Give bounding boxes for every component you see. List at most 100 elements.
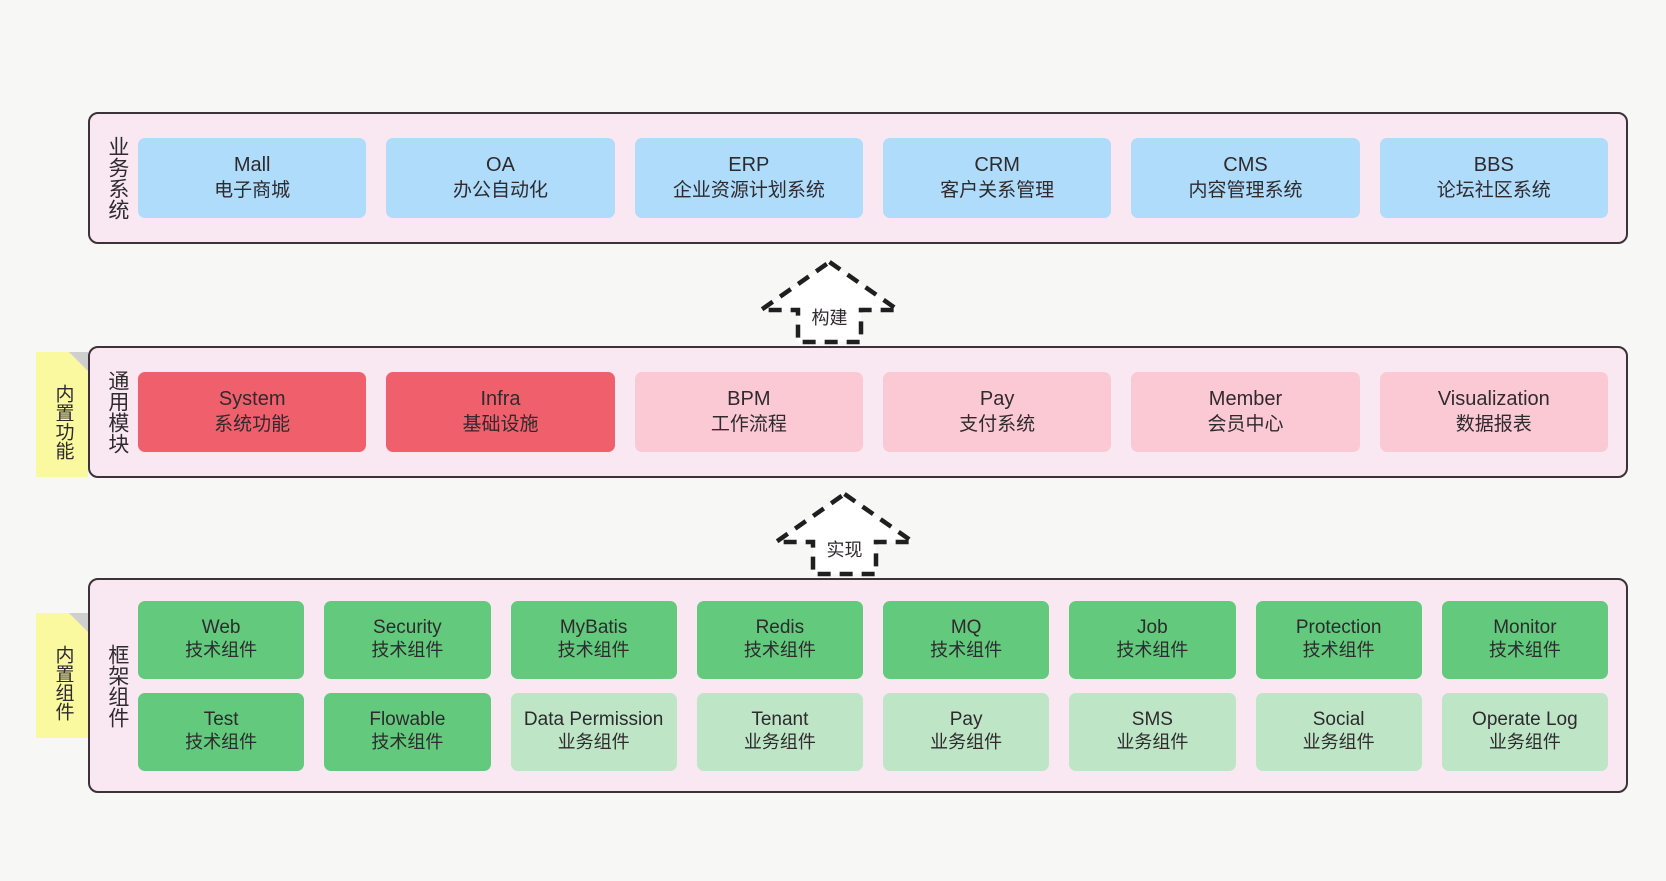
item-subtitle: 技术组件 [1302,639,1375,660]
item-subtitle: 技术组件 [557,639,630,660]
item-mq[interactable]: MQ 技术组件 [883,600,1050,679]
box-row: Web 技术组件 Security 技术组件 MyBatis 技术组件 Redi… [138,600,1608,679]
item-subtitle: 支付系统 [959,413,1036,435]
item-title: SMS [1131,709,1173,731]
section-title-common-modules: 通用模块 [105,370,129,454]
item-subtitle: 办公自动化 [452,179,548,201]
arrow-implement-icon [768,491,921,577]
item-subtitle: 内容管理系统 [1188,179,1303,201]
note-label: 内置组件 [52,644,74,721]
item-system[interactable]: System 系统功能 [138,372,367,452]
section-business-systems: 业务系统 Mall 电子商城 OA 办公自动化 ERP 企业资源计划系统 CRM… [88,112,1628,244]
item-bbs[interactable]: BBS 论坛社区系统 [1379,138,1608,218]
box-row: Test 技术组件 Flowable 技术组件 Data Permission … [138,692,1608,771]
item-bpm[interactable]: BPM 工作流程 [634,372,863,452]
item-mybatis[interactable]: MyBatis 技术组件 [510,600,677,679]
item-monitor[interactable]: Monitor 技术组件 [1441,600,1608,679]
item-social[interactable]: Social 业务组件 [1255,692,1422,771]
item-subtitle: 企业资源计划系统 [672,179,825,201]
item-title: Monitor [1493,617,1557,639]
note-fold-corner [69,352,88,371]
item-subtitle: 工作流程 [710,413,787,435]
item-subtitle: 论坛社区系统 [1436,179,1551,201]
box-row: System 系统功能 Infra 基础设施 BPM 工作流程 Pay 支付系统… [138,372,1608,452]
item-subtitle: 技术组件 [1116,639,1189,660]
item-subtitle: 业务组件 [1488,731,1561,752]
item-tenant[interactable]: Tenant 业务组件 [696,692,863,771]
item-subtitle: 技术组件 [185,731,258,752]
item-security[interactable]: Security 技术组件 [324,600,491,679]
note-builtin-component: 内置组件 [36,613,88,738]
item-title: Operate Log [1472,709,1578,731]
item-subtitle: 电子商城 [214,179,291,201]
item-subtitle: 技术组件 [185,639,258,660]
item-job[interactable]: Job 技术组件 [1069,600,1236,679]
item-subtitle: 会员中心 [1207,413,1284,435]
item-sms[interactable]: SMS 业务组件 [1069,692,1236,771]
item-subtitle: 业务组件 [1302,731,1375,752]
item-title: Tenant [751,709,809,731]
item-subtitle: 业务组件 [1116,731,1189,752]
item-crm[interactable]: CRM 客户关系管理 [882,138,1112,218]
item-subtitle: 技术组件 [371,731,444,752]
section-framework-components: 框架组件 Web 技术组件 Security 技术组件 MyBatis 技术组件… [88,578,1628,793]
section-common-modules: 通用模块 System 系统功能 Infra 基础设施 BPM 工作流程 Pay… [88,346,1628,478]
section-title-framework-components: 框架组件 [105,643,129,728]
arrow-implement-label: 实现 [826,540,863,560]
item-title: Flowable [369,709,446,731]
arrow-build-icon [753,259,906,345]
item-redis[interactable]: Redis 技术组件 [696,600,863,679]
item-title: Pay [949,709,983,731]
item-subtitle: 技术组件 [743,639,816,660]
section-body-common-modules: System 系统功能 Infra 基础设施 BPM 工作流程 Pay 支付系统… [134,348,1626,476]
item-title: Pay [979,388,1015,411]
item-subtitle: 业务组件 [557,731,630,752]
item-title: ERP [728,154,770,177]
section-body-business-systems: Mall 电子商城 OA 办公自动化 ERP 企业资源计划系统 CRM 客户关系… [134,114,1626,242]
item-title: Redis [755,617,805,639]
arrow-build-label: 构建 [811,308,848,328]
box-row: Mall 电子商城 OA 办公自动化 ERP 企业资源计划系统 CRM 客户关系… [138,138,1608,218]
item-subtitle: 技术组件 [371,639,444,660]
item-subtitle: 技术组件 [930,639,1003,660]
item-cms[interactable]: CMS 内容管理系统 [1131,138,1360,218]
item-oa[interactable]: OA 办公自动化 [386,138,615,218]
item-data-permission[interactable]: Data Permission 业务组件 [510,692,677,771]
item-subtitle: 业务组件 [743,731,816,752]
item-test[interactable]: Test 技术组件 [138,692,305,771]
item-visualization[interactable]: Visualization 数据报表 [1379,372,1608,452]
item-subtitle: 系统功能 [214,413,291,435]
item-subtitle: 基础设施 [462,413,539,435]
item-pay-business[interactable]: Pay 业务组件 [883,692,1050,771]
item-mall[interactable]: Mall 电子商城 [138,138,367,218]
item-member[interactable]: Member 会员中心 [1131,372,1360,452]
item-title: Infra [480,388,521,411]
item-erp[interactable]: ERP 企业资源计划系统 [634,138,863,218]
item-protection[interactable]: Protection 技术组件 [1255,600,1422,679]
section-body-framework-components: Web 技术组件 Security 技术组件 MyBatis 技术组件 Redi… [134,580,1626,791]
item-subtitle: 客户关系管理 [940,179,1055,201]
item-title: OA [486,154,515,177]
item-title: CRM [974,154,1020,177]
item-title: Data Permission [523,709,664,731]
item-title: Web [201,617,241,639]
item-pay[interactable]: Pay 支付系统 [882,372,1112,452]
item-subtitle: 业务组件 [930,731,1003,752]
item-title: Member [1208,388,1283,411]
item-title: MyBatis [559,617,628,639]
item-flowable[interactable]: Flowable 技术组件 [324,692,491,771]
item-web[interactable]: Web 技术组件 [138,600,305,679]
note-label: 内置功能 [52,383,74,460]
item-title: Test [203,709,239,731]
item-title: Job [1137,617,1168,639]
note-builtin-function: 内置功能 [36,352,88,477]
note-fold-corner [69,613,88,632]
item-title: Protection [1295,617,1382,639]
item-title: Mall [233,154,271,177]
item-subtitle: 数据报表 [1455,413,1532,435]
arrow-build: 构建 [753,258,906,346]
item-subtitle: 技术组件 [1488,639,1561,660]
item-infra[interactable]: Infra 基础设施 [386,372,615,452]
item-operate-log[interactable]: Operate Log 业务组件 [1441,692,1608,771]
